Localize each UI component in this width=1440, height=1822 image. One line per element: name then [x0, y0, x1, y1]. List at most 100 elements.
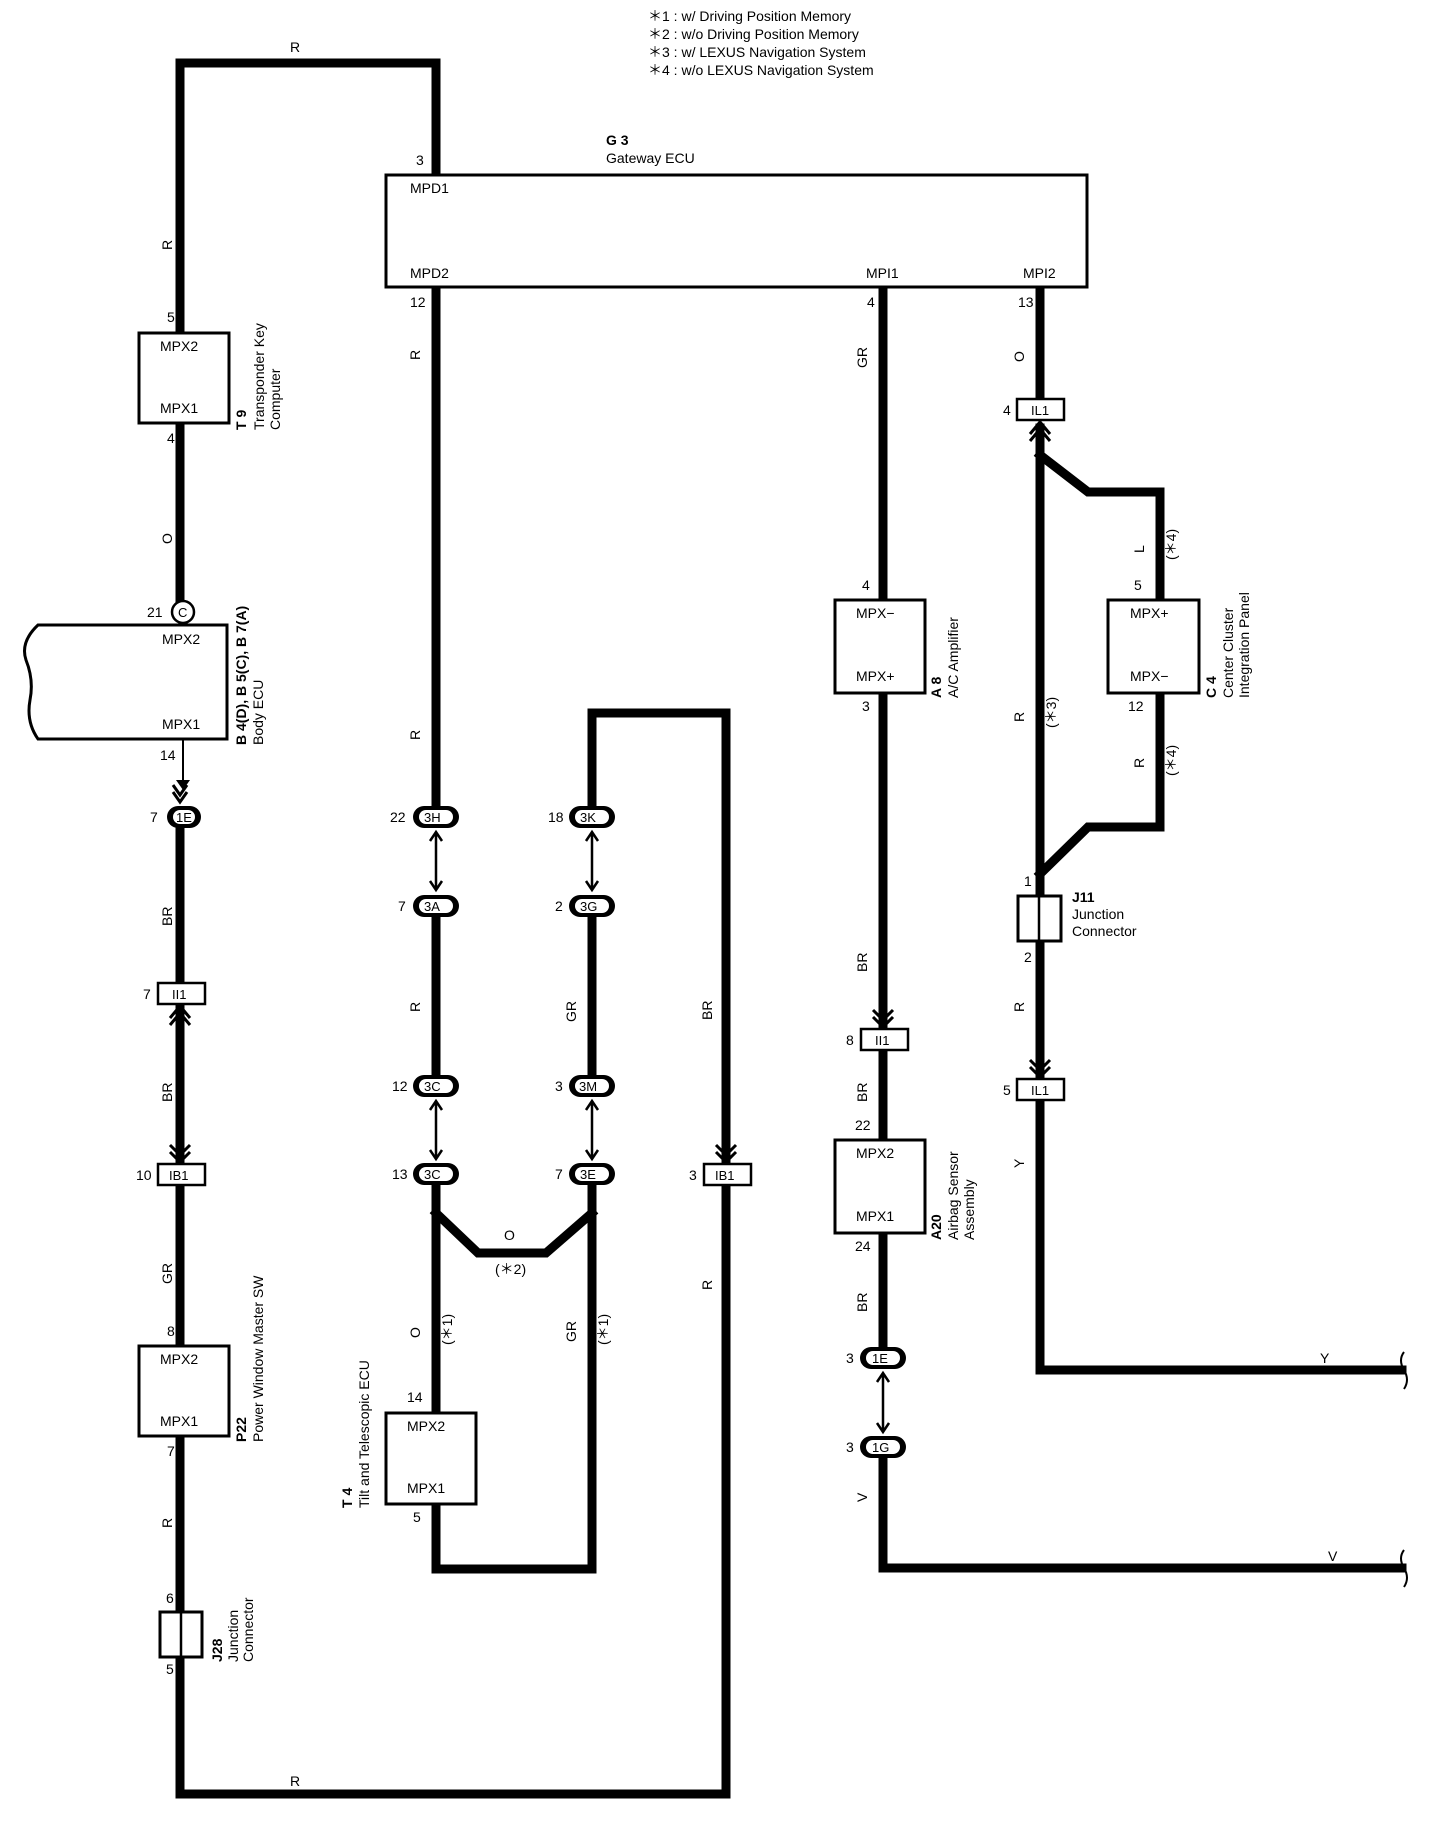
tilt-pin-top: MPX2	[407, 1418, 445, 1434]
transponder-pinnum-bottom: 4	[167, 430, 175, 446]
wire-label-l-cc: L	[1131, 545, 1147, 553]
connector-1g-mid-pin: 3	[846, 1439, 854, 1455]
tilt-name: Tilt and Telescopic ECU	[356, 1360, 372, 1508]
gateway-pinnum-mpi2: 13	[1018, 294, 1034, 310]
connector-1e-left-inner	[173, 810, 195, 824]
body-ecu-conn-c-label: C	[178, 605, 187, 620]
connector-3a-inner	[419, 899, 453, 913]
connector-3a-pin: 7	[398, 898, 406, 914]
wire-top-r	[175, 58, 441, 340]
connector-3a: 3A 7	[398, 895, 459, 917]
gateway-code: G 3	[606, 132, 629, 148]
tilt-code: T 4	[339, 1488, 355, 1508]
ac-pinnum-bottom: 3	[862, 698, 870, 714]
connector-3k-pin: 18	[548, 809, 564, 825]
wire-label-br-loop: BR	[699, 1001, 715, 1020]
transponder-key-computer: MPX2 MPX1 5 4 T 9 Transponder Key Comput…	[137, 309, 283, 446]
wire-y	[1035, 1094, 1407, 1375]
body-ecu-lead-arrow	[176, 780, 190, 790]
wire-label-gr-3g: GR	[563, 1001, 579, 1022]
power-window-pin-bottom: MPX1	[160, 1413, 198, 1429]
connector-3e: 3E 7	[555, 1163, 615, 1185]
connector-ib1-left-pin: 10	[136, 1167, 152, 1183]
link-3m-3e	[584, 1098, 600, 1162]
wire-label-v-vert: V	[854, 1492, 870, 1502]
connector-il1-top-label: IL1	[1031, 403, 1049, 418]
j11-name2: Connector	[1072, 923, 1137, 939]
j11-code: J11	[1072, 889, 1095, 905]
wire-br-loop	[587, 708, 731, 1168]
connector-3c-b-inner	[419, 1167, 453, 1181]
wire-v	[878, 1449, 1407, 1573]
j28-name2: Connector	[240, 1597, 256, 1662]
wire-label-r-mpd2: R	[407, 350, 423, 360]
ac-name: A/C Amplifier	[945, 617, 961, 698]
power-window-pinnum-top: 8	[167, 1323, 175, 1339]
connector-1g-mid-inner	[866, 1440, 900, 1454]
body-ecu-name: Body ECU	[250, 680, 266, 745]
connector-ii1-mid-label: II1	[875, 1033, 889, 1048]
connector-ii1-mid-body	[859, 1027, 910, 1052]
wire-label-r-left2: R	[159, 1518, 175, 1528]
note-3: ＊3 : w/ LEXUS Navigation System	[648, 44, 866, 60]
connector-ib1-mid: IB1 3	[689, 1162, 753, 1187]
airbag-name1: Airbag Sensor	[945, 1151, 961, 1240]
j28-pinnum-bottom: 5	[166, 1661, 174, 1677]
mark-n4a: (＊4)	[1163, 529, 1179, 560]
tilt-telescopic-ecu: MPX2 MPX1 14 5 T 4 Tilt and Telescopic E…	[339, 1360, 478, 1525]
gateway-pin-mpi2: MPI2	[1023, 265, 1056, 281]
connector-ib1-mid-pin: 3	[689, 1167, 697, 1183]
wire-r-bottom	[175, 1181, 731, 1799]
wire-label-v-horiz: V	[1328, 1548, 1338, 1564]
connector-il1-top: IL1 4	[1003, 397, 1066, 422]
wire-label-o-cross: O	[504, 1227, 515, 1243]
gateway-pinnum-mpi1: 4	[867, 294, 875, 310]
ac-pinnum-top: 4	[862, 577, 870, 593]
connector-3c-a: 3C 12	[392, 1075, 459, 1097]
body-ecu-conn-c	[170, 599, 196, 625]
connector-ib1-left-label: IB1	[169, 1168, 189, 1183]
notes-legend: ＊1 : w/ Driving Position Memory ＊2 : w/o…	[648, 8, 874, 78]
wire-label-o-tilt: O	[407, 1327, 423, 1338]
note-2: ＊2 : w/o Driving Position Memory	[648, 26, 859, 42]
connector-1e-left-pin: 7	[150, 809, 158, 825]
j28-code: J28	[209, 1638, 225, 1662]
wire-label-r-j11: R	[1011, 1002, 1027, 1012]
center-cluster-name1: Center Cluster	[1220, 607, 1236, 698]
body-ecu-pin-top: MPX2	[162, 631, 200, 647]
connector-1e-mid-pin: 3	[846, 1350, 854, 1366]
power-window-box	[137, 1344, 231, 1438]
connector-ii1-left-pin: 7	[143, 986, 151, 1002]
note-1: ＊1 : w/ Driving Position Memory	[648, 8, 851, 24]
connector-il1-top-body	[1015, 397, 1066, 422]
gateway-pin-mpi1: MPI1	[866, 265, 899, 281]
center-cluster-pinnum-bottom: 12	[1128, 698, 1144, 714]
connector-3g-pin: 2	[555, 898, 563, 914]
body-ecu-pinnum-top: 21	[147, 604, 163, 620]
center-cluster-panel: MPX+ MPX− 5 12 C 4 Center Cluster Integr…	[1106, 577, 1252, 714]
connector-1g-mid: 1G 3	[846, 1436, 906, 1458]
gateway-pinnum-mpd2: 12	[410, 294, 426, 310]
wire-break-marks	[1400, 1351, 1408, 1588]
wire-label-y-vert: Y	[1011, 1158, 1027, 1168]
connector-ib1-left: IB1 10	[136, 1162, 207, 1187]
j11-pinnum-bottom: 2	[1024, 949, 1032, 965]
chevron-ii1-left	[168, 1003, 192, 1026]
link-1e-1g	[875, 1370, 891, 1435]
wire-label-y-horiz: Y	[1320, 1350, 1330, 1366]
ac-box	[833, 598, 927, 695]
transponder-pinnum-top: 5	[167, 309, 175, 325]
connector-3e-label: 3E	[580, 1167, 596, 1182]
connector-1e-left: 1E 7	[150, 806, 201, 828]
wire-label-gr-tilt: GR	[563, 1321, 579, 1342]
j28-junction-connector: 6 5 J28 Junction Connector	[158, 1590, 256, 1677]
connector-ib1-left-body	[156, 1162, 207, 1187]
power-window-master-sw: MPX2 MPX1 8 7 P22 Power Window Master SW	[137, 1275, 266, 1459]
gateway-pin-mpd2: MPD2	[410, 265, 449, 281]
connector-il1-bot: IL1 5	[1003, 1077, 1066, 1102]
transponder-name1: Transponder Key	[251, 323, 267, 430]
gateway-ecu-box	[384, 173, 1089, 289]
connector-il1-bot-pin: 5	[1003, 1082, 1011, 1098]
tilt-box	[384, 1411, 478, 1506]
airbag-pinnum-top: 22	[855, 1117, 871, 1133]
